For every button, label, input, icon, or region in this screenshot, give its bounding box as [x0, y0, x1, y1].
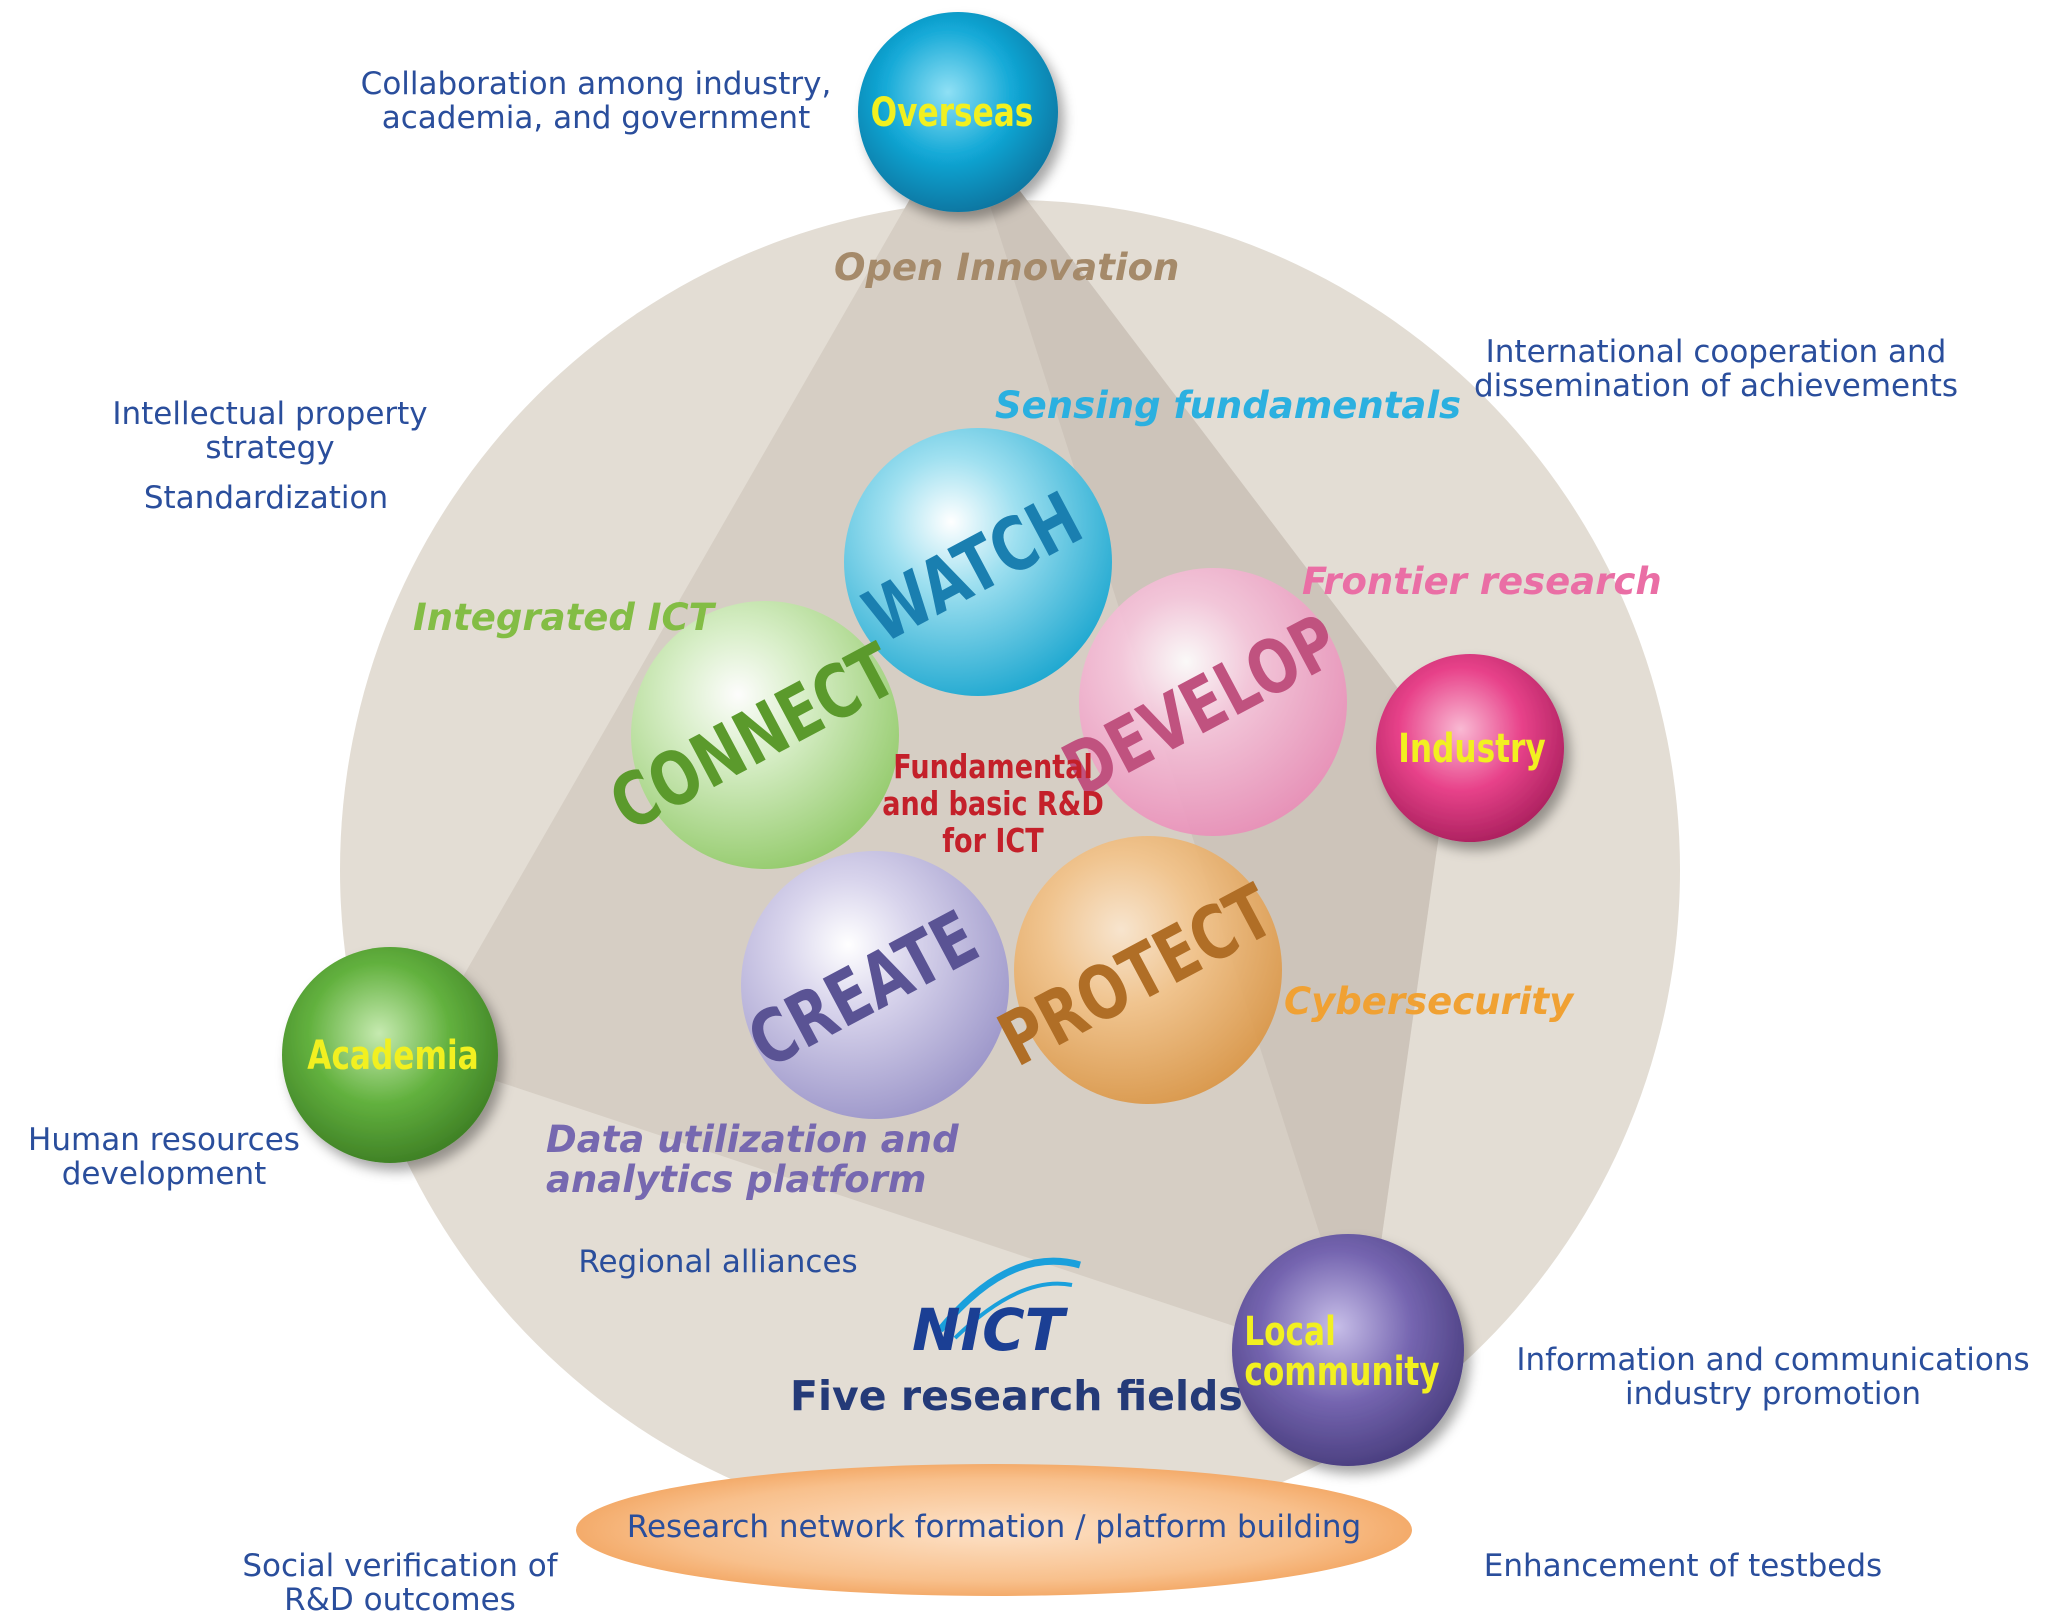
five-research-fields-title: Five research fields — [790, 1372, 1243, 1420]
watch-sphere: WATCH — [844, 428, 1112, 696]
center-label-line3: for ICT — [942, 822, 1044, 860]
standardization-note: Standardization — [144, 480, 388, 516]
social-verification-note-line2: R&D outcomes — [284, 1582, 516, 1614]
academia-hub: Academia — [282, 947, 498, 1163]
create-caption-line2: analytics platform — [546, 1158, 926, 1201]
center-label-line2: and basic R&D — [882, 785, 1104, 823]
international-note-line2: dissemination of achievements — [1474, 368, 1958, 404]
nict-logo: NICT — [912, 1257, 1081, 1364]
center-label: Fundamental and basic R&D for ICT — [882, 748, 1104, 860]
industry-label: Industry — [1398, 726, 1546, 772]
collaboration-note-line1: Collaboration among industry, — [361, 66, 832, 102]
social-verification-note-line1: Social verification of — [242, 1548, 558, 1584]
create-sphere: CREATE — [734, 851, 1009, 1119]
local-community-label-line1: Local — [1244, 1309, 1336, 1355]
ip-strategy-note-line2: strategy — [205, 430, 334, 466]
connect-caption: Integrated ICT — [413, 596, 717, 639]
logo-swoosh-inner — [953, 1281, 1073, 1340]
logo-text: NICT — [912, 1296, 1069, 1364]
develop-caption: Frontier research — [1302, 560, 1662, 603]
ict-promotion-note-line2: industry promotion — [1625, 1376, 1921, 1412]
center-label-line1: Fundamental — [893, 748, 1092, 786]
academia-label: Academia — [307, 1033, 478, 1079]
protect-sphere: PROTECT — [985, 836, 1287, 1104]
industry-hub: Industry — [1376, 654, 1564, 842]
platform-label: Research network formation / platform bu… — [627, 1509, 1361, 1545]
connect-sphere: CONNECT — [596, 601, 910, 869]
collaboration-note-line2: academia, and government — [382, 100, 810, 136]
international-note-line1: International cooperation and — [1486, 334, 1947, 370]
create-caption-line1: Data utilization and — [546, 1118, 959, 1161]
overseas-hub: Overseas — [858, 12, 1058, 212]
local-community-hub: Local community — [1232, 1234, 1464, 1466]
ip-strategy-note-line1: Intellectual property — [112, 396, 427, 432]
ict-promotion-note-line1: Information and communications — [1516, 1342, 2029, 1378]
human-resources-note-line1: Human resources — [28, 1122, 300, 1158]
overseas-label: Overseas — [871, 90, 1034, 136]
human-resources-note-line2: development — [62, 1156, 267, 1192]
platform-ellipse — [576, 1464, 1412, 1596]
protect-caption: Cybersecurity — [1284, 980, 1575, 1023]
local-community-label-line2: community — [1244, 1349, 1439, 1395]
regional-alliances-note: Regional alliances — [578, 1244, 857, 1280]
open-innovation-caption: Open Innovation — [834, 246, 1179, 289]
watch-caption: Sensing fundamentals — [995, 384, 1461, 427]
logo-swoosh-outer — [937, 1257, 1081, 1333]
develop-sphere: DEVELOP — [1049, 568, 1353, 836]
testbeds-note: Enhancement of testbeds — [1484, 1548, 1882, 1584]
